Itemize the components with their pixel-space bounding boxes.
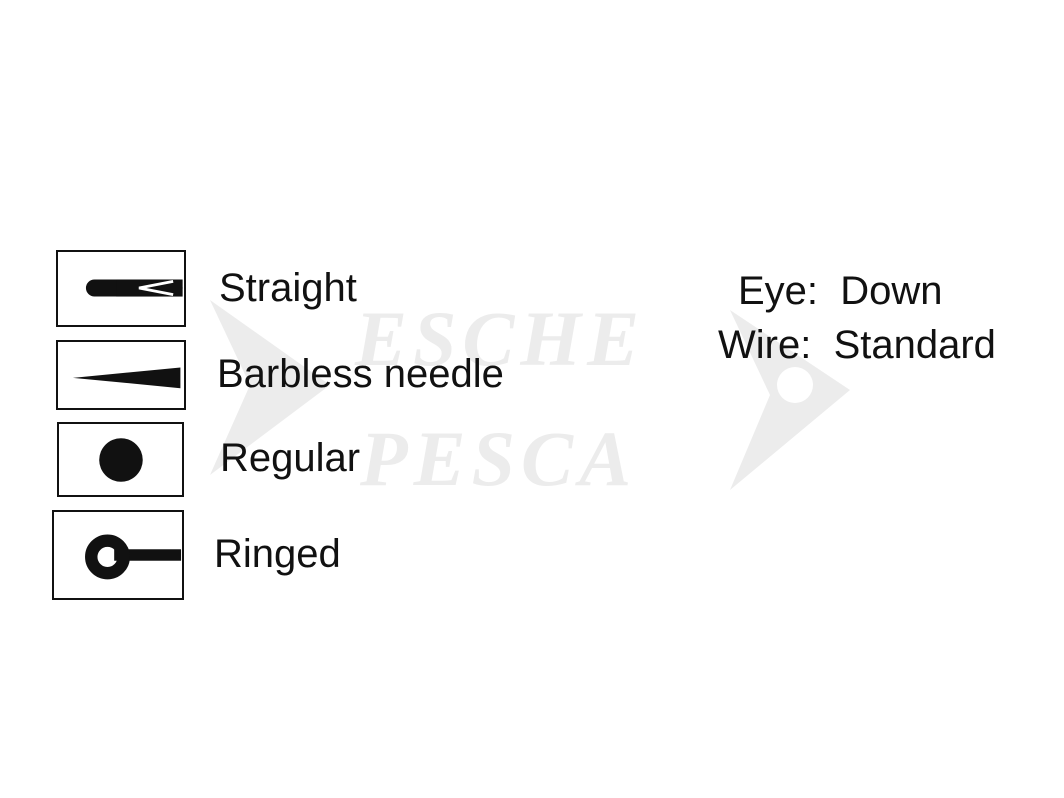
eye-spec-label: Eye:	[738, 269, 819, 313]
regular-eye-icon	[57, 422, 184, 497]
barbless-needle-point-icon	[56, 340, 186, 410]
straight-point-icon	[56, 250, 186, 327]
eye-spec-value: Down	[840, 269, 943, 313]
watermark-text-line2: PESCA	[359, 415, 637, 500]
legend-label-straight: Straight	[219, 266, 357, 310]
wire-spec: Wire: Standard	[718, 325, 996, 365]
esche-pesca-watermark: ESCHE PESCA	[210, 295, 850, 500]
wire-spec-value: Standard	[833, 323, 996, 367]
legend-label-regular: Regular	[220, 436, 361, 480]
eye-spec: Eye: Down	[738, 271, 943, 311]
watermark-text-line1: ESCHE	[354, 295, 645, 382]
legend-label-ringed: Ringed	[214, 532, 341, 576]
legend-label-barbless-needle: Barbless needle	[217, 352, 504, 396]
watermark-left-arrow	[210, 300, 330, 475]
wire-spec-label: Wire:	[718, 323, 812, 367]
ringed-eye-icon	[52, 510, 184, 600]
